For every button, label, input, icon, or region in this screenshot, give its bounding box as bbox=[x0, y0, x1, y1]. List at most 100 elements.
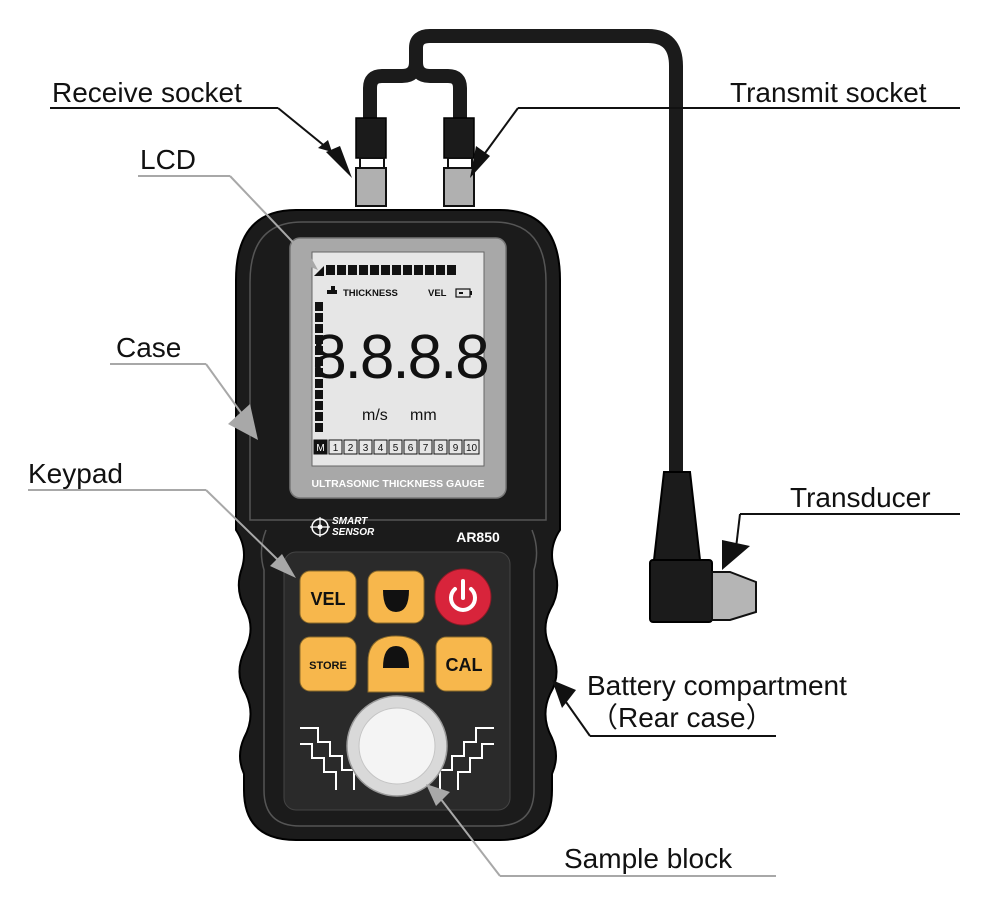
transducer-cable bbox=[363, 29, 683, 480]
label-battery-line-2: （Rear case） bbox=[590, 702, 774, 733]
signal-segment bbox=[414, 265, 423, 275]
thickness-segment bbox=[315, 335, 323, 344]
label-case: Case bbox=[116, 332, 182, 363]
signal-start-icon bbox=[314, 266, 324, 276]
memory-slot-label: 1 bbox=[333, 443, 339, 454]
thickness-segment bbox=[315, 324, 323, 333]
label-transducer: Transducer bbox=[790, 482, 931, 513]
memory-slot-label: 6 bbox=[408, 443, 414, 454]
thickness-segment bbox=[315, 313, 323, 322]
product-name: ULTRASONIC THICKNESS GAUGE bbox=[311, 478, 484, 490]
lcd-digits: 8.8.8.8 bbox=[312, 323, 488, 392]
signal-segment bbox=[403, 265, 412, 275]
signal-segment bbox=[436, 265, 445, 275]
battery-leader bbox=[552, 680, 776, 737]
memory-slot-label: 7 bbox=[423, 443, 429, 454]
transmit-plug bbox=[443, 117, 475, 207]
label-lcd: LCD bbox=[140, 144, 197, 175]
label-transmit-socket: Transmit socket bbox=[730, 77, 927, 108]
label-battery-line-1: Battery compartment bbox=[587, 670, 847, 701]
memory-slot: 8 bbox=[433, 439, 448, 455]
memory-slot-label: 3 bbox=[363, 443, 369, 454]
coupling-icon bbox=[327, 290, 337, 294]
signal-segment bbox=[337, 265, 346, 275]
transducer-leader bbox=[722, 513, 960, 570]
signal-segment bbox=[392, 265, 401, 275]
lcd-thickness-label: THICKNESS bbox=[343, 288, 398, 299]
receive-socket-leader bbox=[50, 107, 352, 178]
receive-plug bbox=[355, 117, 387, 207]
memory-slot-label: 8 bbox=[438, 443, 444, 454]
brand-line-1: SMART bbox=[332, 516, 368, 527]
signal-segment bbox=[348, 265, 357, 275]
memory-slot: 6 bbox=[403, 439, 418, 455]
signal-segment bbox=[381, 265, 390, 275]
thickness-segment bbox=[315, 401, 323, 410]
store-key[interactable]: STORE bbox=[299, 636, 357, 692]
memory-slot: 4 bbox=[373, 439, 388, 455]
up-key[interactable] bbox=[367, 635, 425, 693]
signal-segment bbox=[370, 265, 379, 275]
memory-slot-label: 10 bbox=[466, 443, 478, 454]
memory-slot-label: 2 bbox=[348, 443, 354, 454]
down-arrow-icon bbox=[383, 590, 409, 612]
label-sample-block: Sample block bbox=[564, 843, 733, 874]
lcd-vel-label: VEL bbox=[428, 288, 447, 299]
keypad-leader bbox=[28, 489, 296, 578]
label-receive-socket: Receive socket bbox=[52, 77, 242, 108]
thickness-segment bbox=[315, 390, 323, 399]
memory-slot-label: 9 bbox=[453, 443, 459, 454]
memory-slot: 7 bbox=[418, 439, 433, 455]
memory-slot: 2 bbox=[343, 439, 358, 455]
signal-segment bbox=[326, 265, 335, 275]
case-leader bbox=[110, 363, 258, 440]
thickness-segment bbox=[315, 368, 323, 377]
memory-slot-label: M bbox=[316, 443, 324, 454]
memory-slot-label: 4 bbox=[378, 443, 384, 454]
vel-key-label: VEL bbox=[310, 589, 345, 609]
power-key[interactable] bbox=[434, 568, 492, 626]
signal-segment bbox=[447, 265, 456, 275]
memory-slot: 5 bbox=[388, 439, 403, 455]
lcd-unit-ms: m/s bbox=[362, 407, 388, 424]
cal-key[interactable]: CAL bbox=[435, 636, 493, 692]
cal-key-label: CAL bbox=[446, 655, 483, 675]
memory-slot: 1 bbox=[328, 439, 343, 455]
right-step-ornament bbox=[439, 727, 494, 790]
transducer-probe bbox=[649, 471, 757, 623]
thickness-bars bbox=[315, 302, 323, 432]
store-key-label: STORE bbox=[309, 660, 347, 672]
memory-slot: 10 bbox=[463, 439, 480, 455]
coupling-icon-top bbox=[331, 286, 335, 290]
lcd-unit-mm: mm bbox=[410, 407, 437, 424]
thickness-segment bbox=[315, 346, 323, 355]
sample-block bbox=[346, 695, 448, 797]
memory-slot-label: 5 bbox=[393, 443, 399, 454]
memory-indicator: M bbox=[313, 439, 328, 455]
transmit-socket-leader bbox=[470, 107, 960, 178]
thickness-segment bbox=[315, 412, 323, 421]
signal-bars bbox=[314, 265, 456, 276]
memory-slot: 9 bbox=[448, 439, 463, 455]
vel-key[interactable]: VEL bbox=[299, 570, 357, 624]
up-arrow-icon bbox=[383, 646, 409, 668]
signal-segment bbox=[425, 265, 434, 275]
label-keypad: Keypad bbox=[28, 458, 123, 489]
lcd-battery-icon bbox=[455, 288, 472, 298]
thickness-segment bbox=[315, 423, 323, 432]
left-step-ornament bbox=[300, 727, 355, 790]
brand-line-2: SENSOR bbox=[332, 527, 375, 538]
power-icon bbox=[449, 579, 477, 612]
signal-segment bbox=[359, 265, 368, 275]
down-key[interactable] bbox=[367, 570, 425, 624]
thickness-segment bbox=[315, 357, 323, 366]
lcd-leader bbox=[138, 175, 318, 270]
sample-block-leader bbox=[426, 784, 776, 877]
model-number: AR850 bbox=[456, 529, 500, 545]
brand-logo: SMART SENSOR bbox=[310, 516, 375, 538]
thickness-segment bbox=[315, 379, 323, 388]
